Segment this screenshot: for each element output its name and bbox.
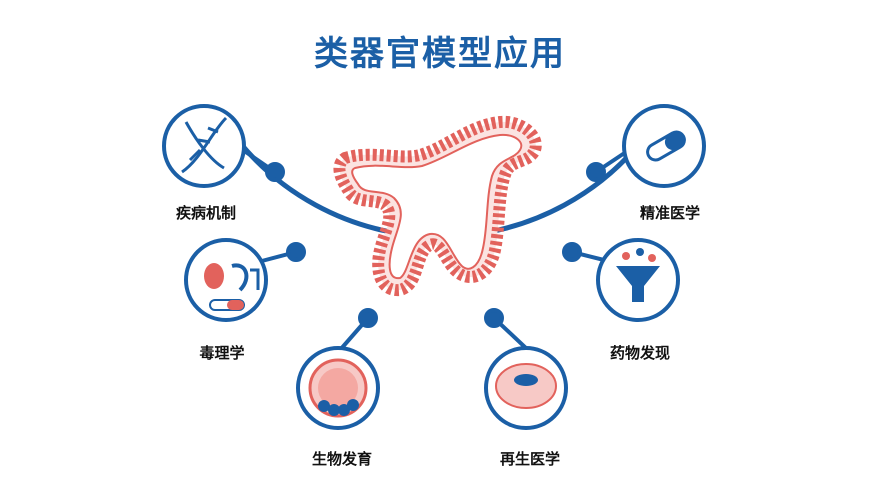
dna-icon (181, 116, 228, 174)
funnel-pills-icon (616, 248, 660, 302)
label-drug-discovery: 药物发现 (609, 344, 671, 362)
label-disease-mechanism: 疾病机制 (175, 204, 237, 222)
label-regenerative-medicine: 再生医学 (499, 450, 561, 468)
organoid-illustration (333, 115, 542, 296)
node-disease-mechanism (162, 104, 246, 188)
node-developmental-biology (296, 346, 380, 430)
organs-pill-icon (204, 263, 260, 311)
node-regenerative-medicine (484, 346, 568, 430)
tissue-cells-icon (495, 363, 557, 409)
node-precision-medicine (622, 104, 706, 188)
capsule-icon (646, 130, 686, 162)
label-toxicology: 毒理学 (199, 344, 245, 362)
node-toxicology (184, 238, 268, 322)
label-precision-medicine: 精准医学 (639, 204, 701, 222)
label-developmental-biology: 生物发育 (311, 450, 373, 468)
page-title: 类器官模型应用 (314, 34, 566, 74)
node-drug-discovery (596, 238, 680, 322)
embryo-cell-icon (308, 358, 368, 418)
connectors (238, 146, 634, 352)
